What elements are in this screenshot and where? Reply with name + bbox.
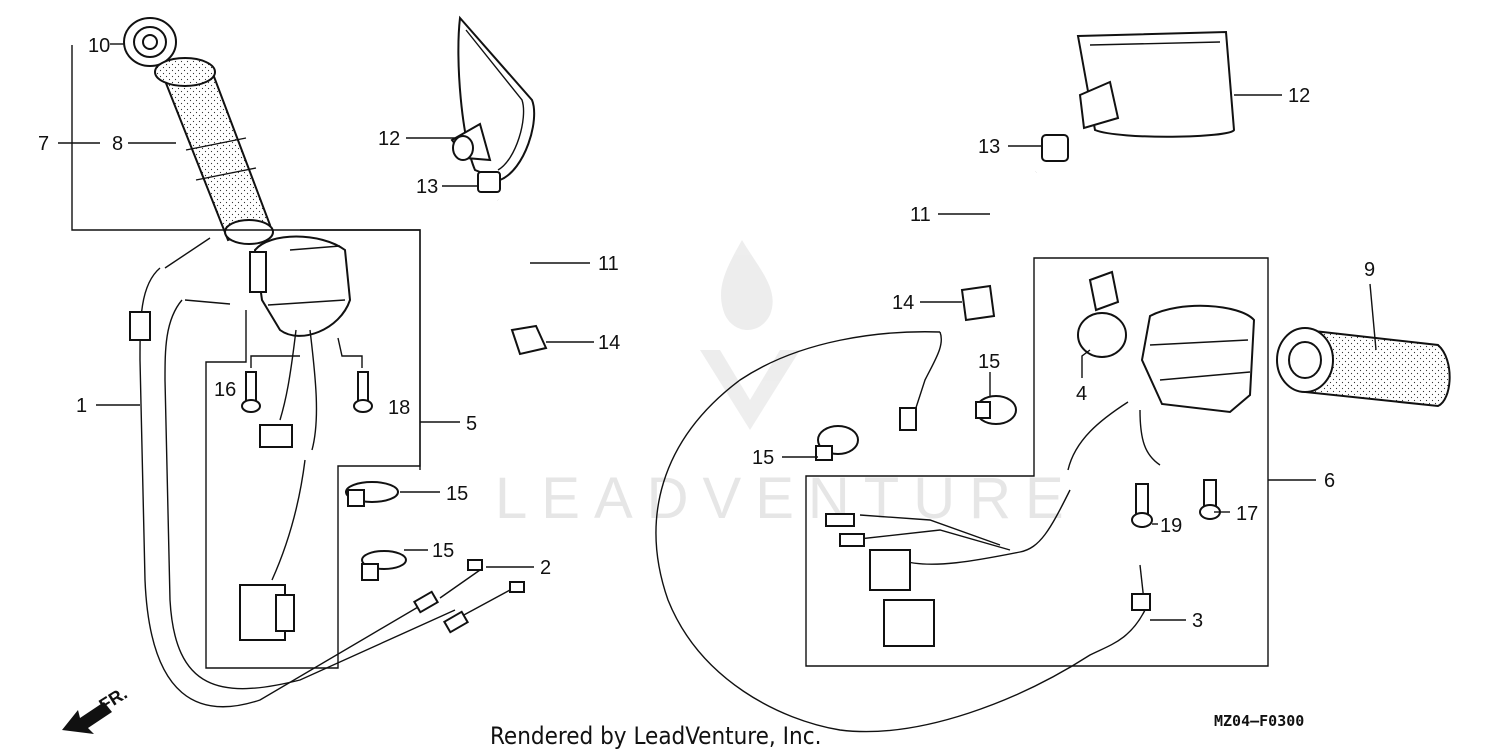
part-left-mirror-cap-14[interactable] <box>510 324 548 356</box>
part-throttle-grip[interactable] <box>154 57 274 245</box>
part-clamp-15-b[interactable] <box>361 550 407 581</box>
callout-11-b: 11 <box>910 204 931 226</box>
callout-12-b: 12 <box>1288 85 1310 107</box>
forward-arrow-icon <box>62 702 112 734</box>
part-right-grip-9[interactable] <box>1276 327 1451 408</box>
leader-lines <box>58 43 1377 621</box>
callout-12-a: 12 <box>378 128 400 150</box>
callout-13-a: 13 <box>416 176 438 198</box>
callout-17: 17 <box>1236 503 1258 525</box>
callout-8: 8 <box>112 133 123 155</box>
part-right-mirror-nut-13[interactable] <box>1041 134 1069 162</box>
callout-7: 7 <box>38 133 49 155</box>
callout-10: 10 <box>88 35 110 57</box>
callout-9: 9 <box>1364 259 1375 281</box>
part-clamp-15-a[interactable] <box>345 481 399 507</box>
callout-6: 6 <box>1324 470 1335 492</box>
watermark-logo <box>700 240 800 430</box>
part-right-mirror-cap-14[interactable] <box>960 284 996 322</box>
callout-14-b: 14 <box>892 292 914 314</box>
part-screw-17[interactable] <box>1199 479 1221 520</box>
callout-15-b: 15 <box>432 540 454 562</box>
callout-16: 16 <box>214 379 236 401</box>
part-right-wiring-harness[interactable] <box>825 489 1071 647</box>
callout-15-a: 15 <box>446 483 468 505</box>
part-clamp-15-d[interactable] <box>975 395 1017 425</box>
part-left-mirror-nut-13[interactable] <box>477 171 501 193</box>
part-clutch-cable-3[interactable] <box>655 331 1151 733</box>
part-left-mirror-stem-11[interactable] <box>496 199 529 301</box>
part-right-mirror-stem-11[interactable] <box>985 169 1039 271</box>
bracket-6 <box>805 257 1269 667</box>
callout-18: 18 <box>388 397 410 419</box>
callout-15-c: 15 <box>752 447 774 469</box>
watermark-text: LEADVENTURE <box>495 466 1078 531</box>
part-switch-lever-4[interactable] <box>1077 270 1127 358</box>
callout-15-d: 15 <box>978 351 1000 373</box>
footer-credit: Rendered by LeadVenture, Inc. <box>490 722 821 750</box>
bracket-5 <box>205 229 421 669</box>
part-clamp-15-c[interactable] <box>815 425 859 461</box>
callout-1: 1 <box>76 395 87 417</box>
part-right-switch-housing[interactable] <box>1067 304 1256 471</box>
part-screw-18[interactable] <box>353 371 373 413</box>
callout-13-b: 13 <box>978 136 1000 158</box>
part-screw-19[interactable] <box>1131 483 1153 528</box>
part-left-mirror[interactable] <box>450 15 536 182</box>
callout-2: 2 <box>540 557 551 579</box>
part-end-weight[interactable] <box>123 17 177 67</box>
part-left-wiring-connector[interactable] <box>239 459 306 641</box>
part-left-switch-housing[interactable] <box>249 235 352 451</box>
callout-19: 19 <box>1160 515 1182 537</box>
callout-3: 3 <box>1192 610 1203 632</box>
callout-5: 5 <box>466 413 477 435</box>
callout-14-a: 14 <box>598 332 620 354</box>
part-throttle-cables[interactable] <box>129 237 525 708</box>
part-right-mirror[interactable] <box>1076 30 1236 138</box>
callout-11-a: 11 <box>598 253 619 275</box>
part-screw-16[interactable] <box>241 371 261 413</box>
diagram-code: MZ04–F0300 <box>1214 712 1304 730</box>
callout-4: 4 <box>1076 383 1087 405</box>
